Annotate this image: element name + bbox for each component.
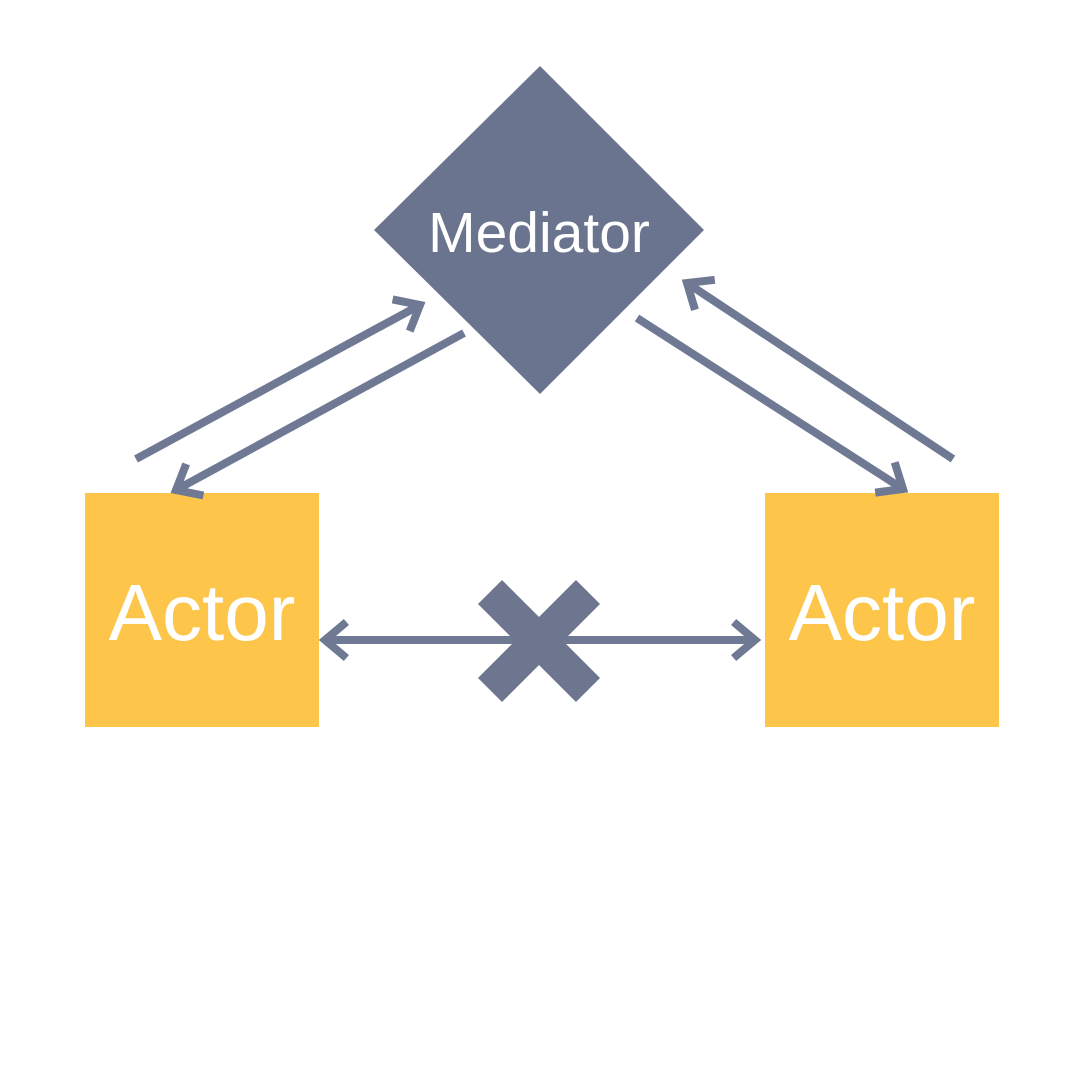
actor-node-left [85,493,319,727]
mediator-node [374,66,704,394]
actor-right-label: Actor [789,568,976,657]
arrow-mediator-to-right-actor [634,314,906,493]
arrow-right-actor-to-mediator [684,279,956,463]
arrowhead-to-mediator-left [391,295,426,333]
arrowhead-to-right-actor [874,461,909,497]
blocked-cross-icon [477,579,601,703]
mediator-label: Mediator [428,201,650,265]
cross-stroke-ascending [477,579,601,703]
arrowhead-to-mediator-right [681,275,716,311]
arrowhead-to-left-actor [170,462,205,500]
arrow-mediator-to-left-actor [174,329,466,494]
left-actor-mediator-arrows [134,295,466,500]
actor-node-right [765,493,999,727]
arrowhead-toward-right-actor [731,618,762,662]
arrow-left-actor-to-mediator [134,301,422,463]
right-actor-mediator-arrows [634,275,956,497]
arrowhead-toward-left-actor [318,618,349,662]
actor-left-label: Actor [109,568,296,657]
